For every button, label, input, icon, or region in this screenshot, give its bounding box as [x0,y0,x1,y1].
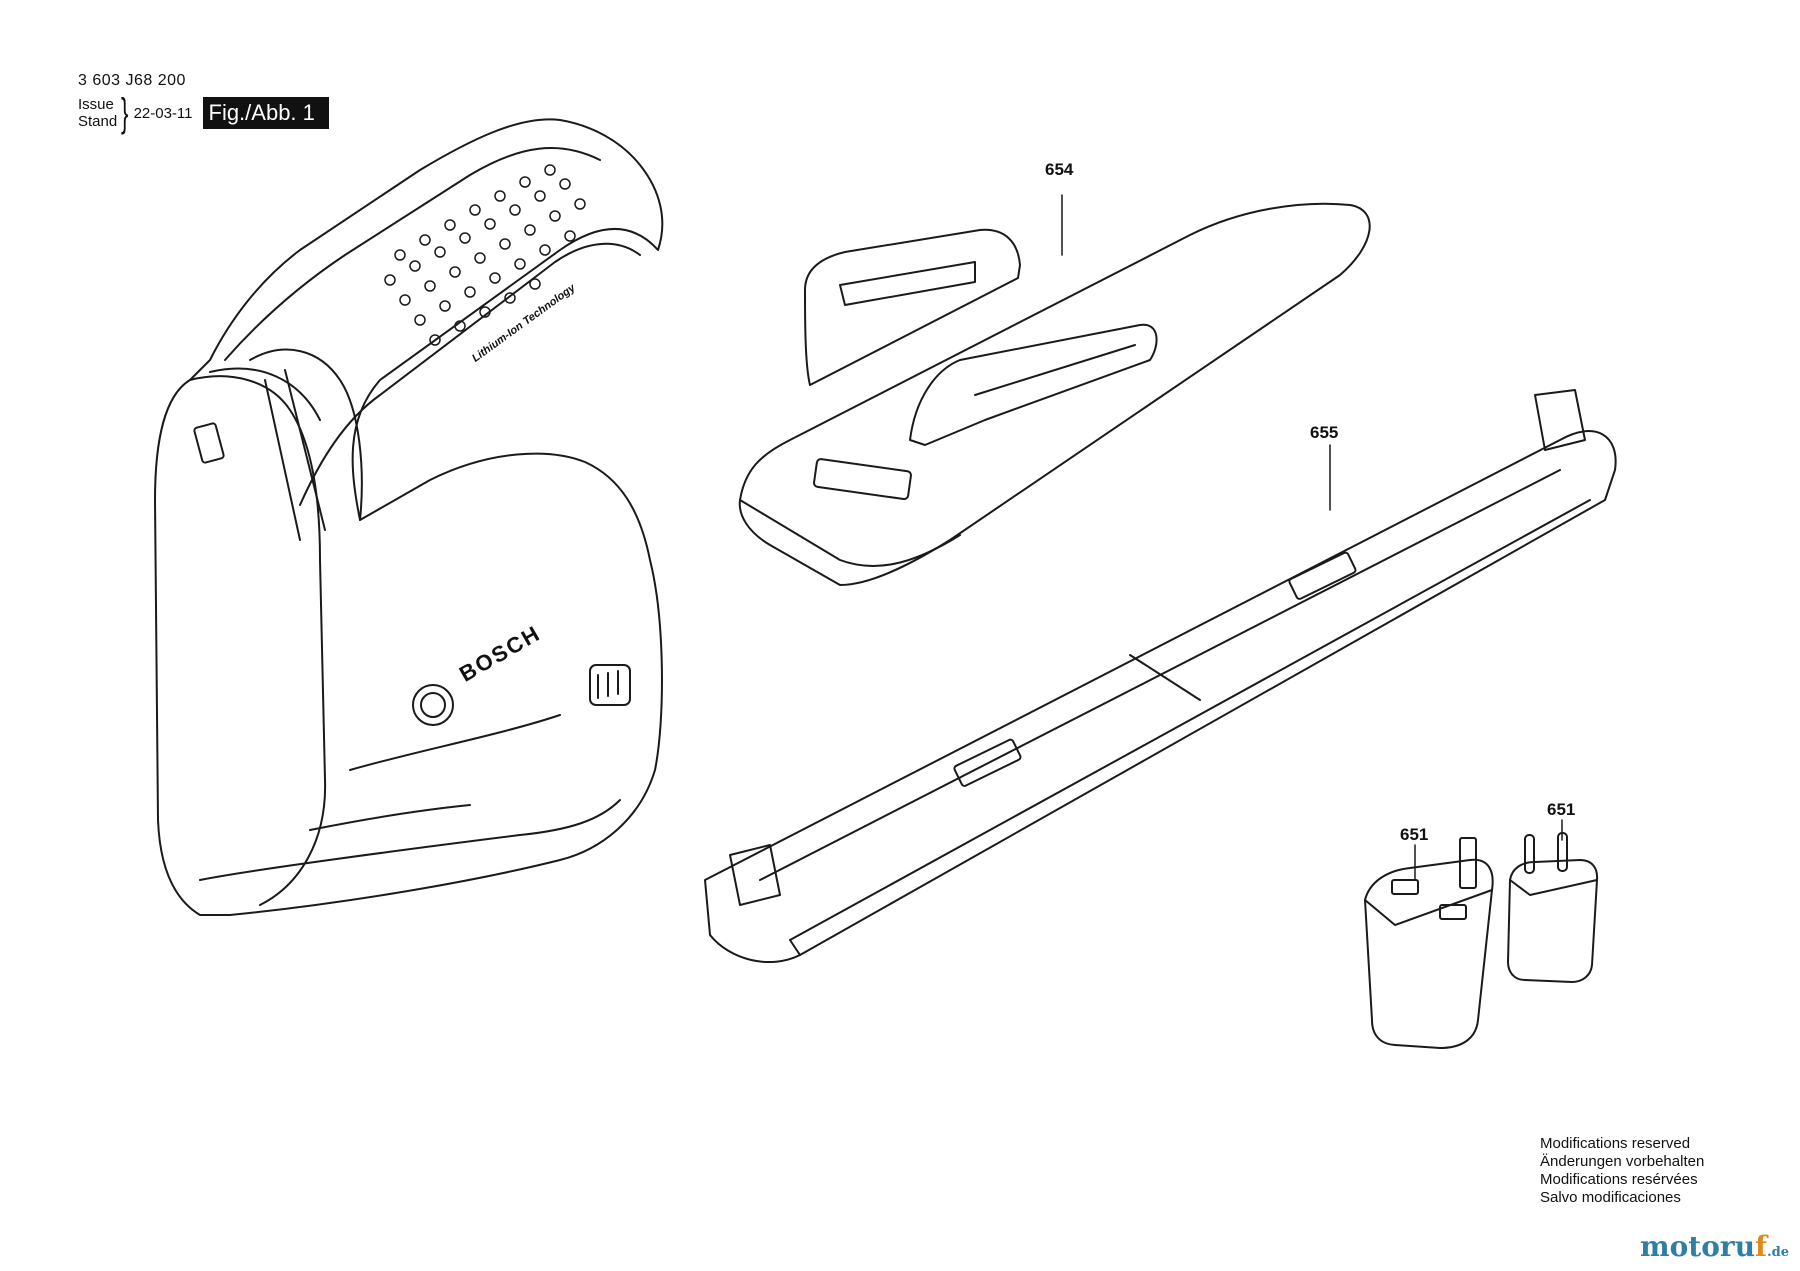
tray-clip-front [909,323,1158,446]
eu-plug-adapter-651 [1507,819,1599,983]
eu-pin-left [1524,834,1535,874]
charger-base-655 [704,389,1617,963]
notice-line-en: Modifications reserved [1540,1135,1691,1152]
issue-labels: Issue Stand [78,96,117,130]
base-post-back [1534,389,1586,451]
tool-outline [154,118,664,916]
watermark-part-a: moto [1640,1230,1720,1263]
rib-2 [264,379,301,541]
notice-line-es: Salvo modificaciones [1540,1189,1681,1206]
callout-654: 654 [1045,160,1074,179]
uk-plug-adapter-651 [1364,837,1494,1049]
tray-clip-back-slot [839,261,976,306]
rib-3 [284,369,326,531]
eu-plug-body [1507,859,1599,983]
modifications-notice: Modifications reserved Änderungen vorbeh… [1540,1135,1704,1207]
tray-slot [813,458,912,501]
issue-label: Issue [78,96,114,113]
base-slot-back [1288,551,1357,600]
body-line [349,714,561,771]
part-number: 3 603 J68 200 [78,72,186,89]
watermark-part-b: r [1719,1230,1735,1263]
base-slot-front [953,738,1022,787]
callout-651-uk: 651 [1400,825,1429,844]
watermark-part-d: f [1755,1230,1768,1263]
uk-plug-top-edge [1364,889,1493,926]
rib-1 [249,348,363,521]
uk-pin-top [1459,837,1477,889]
callout-655: 655 [1310,423,1339,442]
base-seam [1129,654,1201,701]
base-post-front [729,844,781,906]
base-slot [309,804,471,831]
charger-tray-654 [738,194,1371,586]
tray-clip-back [804,228,1021,386]
grip-dots [384,164,586,346]
notice-line-de: Änderungen vorbehalten [1540,1153,1705,1170]
tray-edge [739,499,961,567]
notice-line-fr: Modifications resérvées [1540,1171,1698,1188]
tray-outline [738,202,1371,586]
callout-651-eu: 651 [1547,800,1576,819]
watermark-part-c: u [1734,1230,1756,1263]
brand-emblem-inner [420,692,446,718]
tacker-tool [154,118,664,916]
figure-label: Fig./Abb. 1 [202,97,329,129]
base-outline [704,430,1617,963]
stand-label: Stand [78,113,118,130]
watermark-logo: motoruf.de [1640,1230,1789,1263]
tray-clip-front-slot [974,344,1136,396]
base-bottom-edge [789,499,1591,956]
issue-row: Issue Stand } 22-03-11 Fig./Abb. 1 [78,91,329,135]
handle-underside [299,242,641,506]
issue-date: 22-03-11 [133,104,193,122]
base-line [199,799,621,881]
head-ridge [209,367,321,421]
brace-glyph: } [121,91,129,135]
uk-pin-right [1439,904,1467,920]
indicator-window [589,664,631,706]
uk-plug-body [1364,858,1494,1049]
handle-contour [224,147,601,361]
header-block: 3 603 J68 200 Issue Stand } 22-03-11 Fig… [78,72,329,135]
watermark-tld: .de [1767,1245,1789,1260]
brand-emblem [412,684,454,726]
uk-pin-left [1391,879,1419,895]
indicator-bars [597,670,619,699]
front-head [189,375,327,906]
eu-plug-top-edge [1509,879,1598,896]
head-slot [193,422,225,464]
